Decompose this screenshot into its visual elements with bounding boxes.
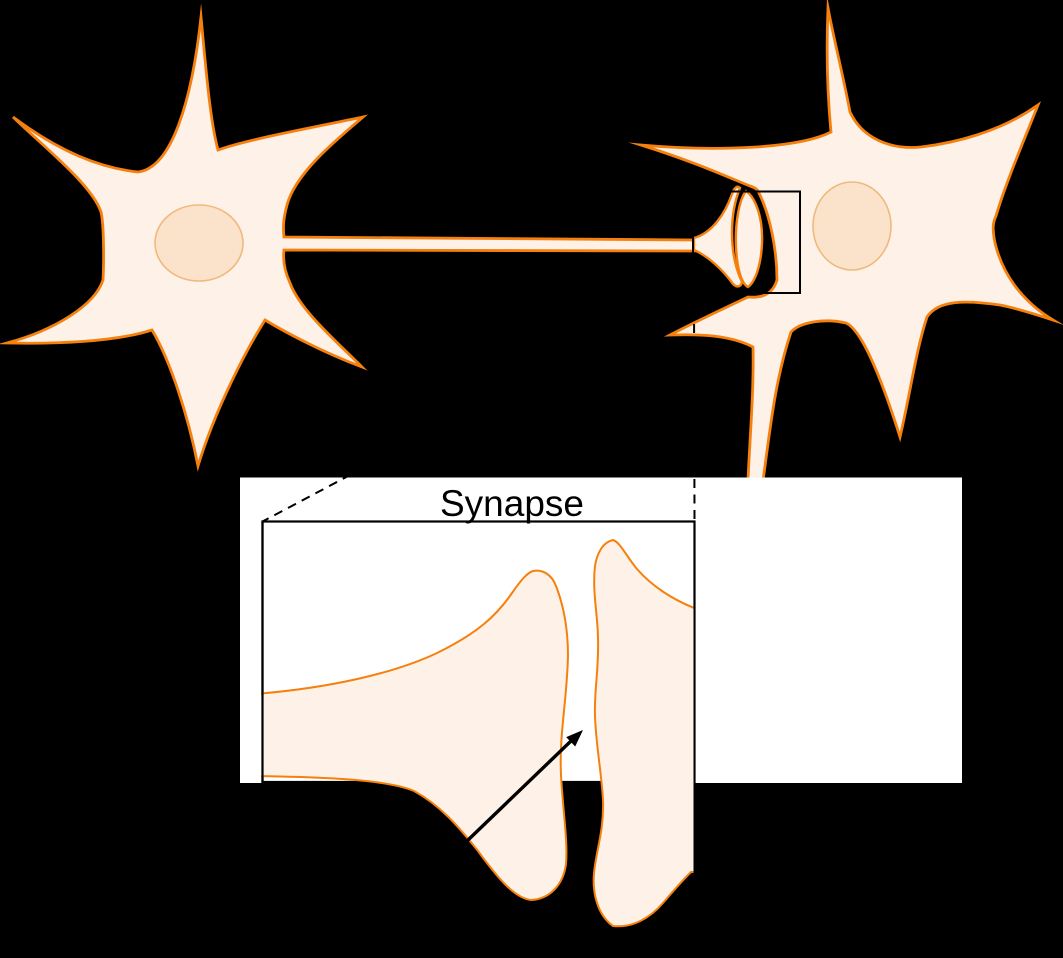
postsynaptic-membrane-magnified [592,538,694,928]
presynaptic-membrane-lens [734,189,764,289]
arrow-shaft [465,739,573,843]
postsynaptic-nucleus [812,181,892,271]
arrow-head [566,730,583,747]
inset-title: Synapse [440,483,584,524]
axon-terminal-bouton [692,185,744,288]
dashed-connector-right [693,292,696,522]
presynaptic-neuron [0,3,696,472]
dashed-connector-left [262,292,694,523]
presynaptic-nucleus [154,204,244,282]
zoom-indicator-rectangle [692,190,801,294]
synaptic-cleft-arrow [465,730,583,843]
